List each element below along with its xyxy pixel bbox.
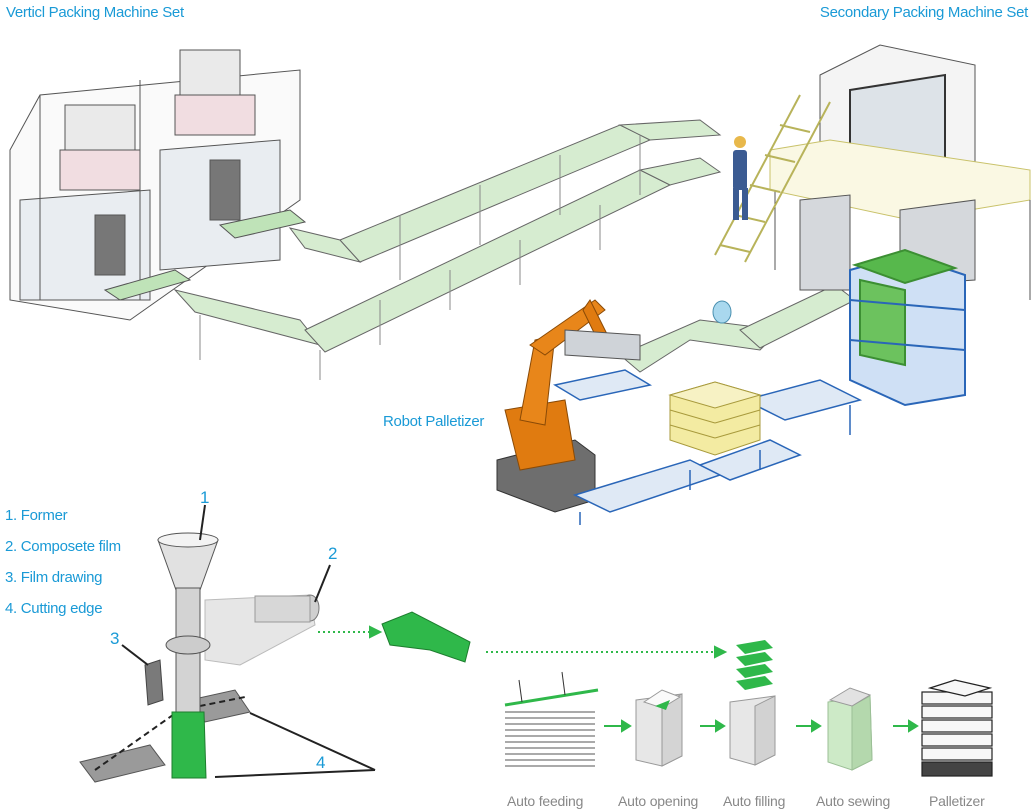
secondary-set-label: Secondary Packing Machine Set xyxy=(819,4,1028,21)
palletizer-icon xyxy=(921,679,993,777)
flow-arrows xyxy=(318,625,919,733)
step-auto-sewing: Auto sewing xyxy=(816,793,891,809)
auto-feeding-icon xyxy=(504,671,599,767)
vertical-packing-machine xyxy=(9,49,307,321)
auto-sewing-icon xyxy=(827,687,873,771)
callout-4: 4 xyxy=(316,753,326,772)
pallet-cage xyxy=(849,248,966,407)
robot-palletizer xyxy=(496,299,641,513)
operator-figure xyxy=(733,136,748,220)
stairs xyxy=(714,94,831,263)
auto-opening-icon xyxy=(635,689,683,767)
legend-item-cutting-edge: 4. Cutting edge xyxy=(5,600,103,617)
step-auto-filling: Auto filling xyxy=(723,793,786,809)
roller-conveyors xyxy=(552,369,863,525)
step-auto-opening: Auto opening xyxy=(618,793,699,809)
step-palletizer: Palletizer xyxy=(929,793,985,809)
legend-item-film: 2. Composete film xyxy=(5,538,121,555)
callout-3: 3 xyxy=(110,629,120,648)
step-auto-feeding: Auto feeding xyxy=(507,793,584,809)
green-bag xyxy=(381,611,471,663)
bag-stack xyxy=(668,381,762,456)
legend: 1. Former 2. Composete film 3. Film draw… xyxy=(5,500,121,624)
legend-item-former: 1. Former xyxy=(5,507,68,524)
vertical-set-label: Verticl Packing Machine Set xyxy=(6,4,184,21)
robot-palletizer-label: Robot Palletizer xyxy=(383,413,485,430)
legend-item-film-drawing: 3. Film drawing xyxy=(5,569,103,586)
former-diagram xyxy=(79,504,376,783)
auto-filling-icon xyxy=(729,640,776,766)
water-tank xyxy=(712,300,732,324)
callout-1: 1 xyxy=(200,488,210,507)
callout-2: 2 xyxy=(328,544,338,563)
